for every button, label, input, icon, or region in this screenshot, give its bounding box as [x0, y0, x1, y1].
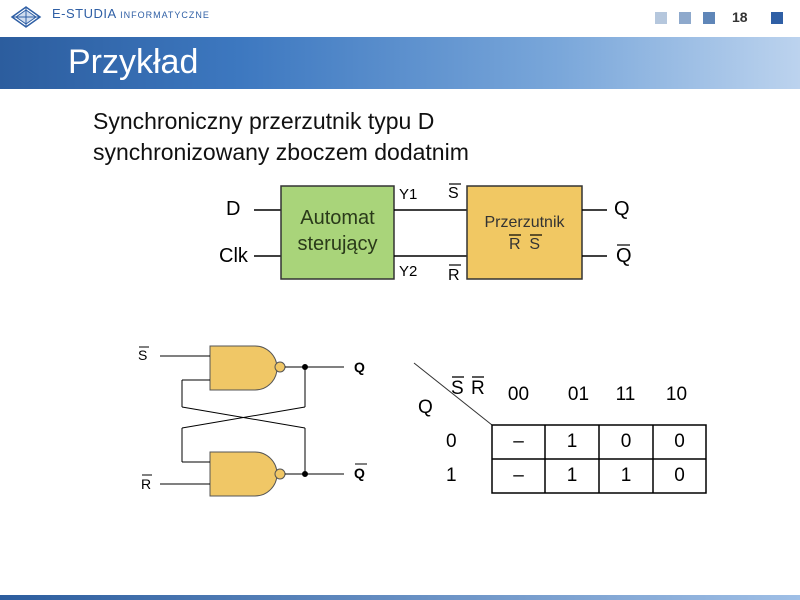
kmap-col-var-r: R	[471, 378, 485, 399]
flipflop-line-1: Przerzutnik	[484, 214, 565, 231]
kmap-col-header: 01	[567, 384, 590, 405]
subtitle-line-1: Synchroniczny przerzutnik typu D	[93, 108, 435, 134]
flipflop-s: S	[529, 236, 541, 253]
nav-square-4[interactable]	[771, 12, 783, 24]
latch-qbar-label: Q	[354, 465, 365, 481]
label-s-bar: S	[448, 185, 459, 202]
slide-subtitle: Synchroniczny przerzutnik typu D synchro…	[93, 106, 693, 168]
kmap-cell: 1	[566, 465, 578, 486]
label-y1: Y1	[399, 186, 418, 203]
nand-gate-bottom	[209, 451, 278, 497]
kmap-cell: –	[513, 465, 524, 486]
latch-r-label: R	[141, 476, 152, 492]
kmap-col-header: 11	[615, 384, 636, 405]
label-d: D	[226, 198, 241, 220]
latch-q-label: Q	[354, 359, 365, 375]
kmap-col-var-s: S	[451, 378, 464, 399]
logo-sub-text: INFORMATYCZNE	[120, 10, 210, 20]
nav-square-2[interactable]	[679, 12, 691, 24]
kmap-row-var-q: Q	[418, 397, 433, 418]
kmap-cell: 1	[620, 465, 632, 486]
flipflop-label: Przerzutnik R S	[467, 212, 582, 256]
kmap-row-header: 1	[446, 465, 457, 486]
label-qbar-out: Q	[616, 245, 632, 267]
subtitle-line-2: synchronizowany zboczem dodatnim	[93, 139, 469, 165]
kmap-cell: 0	[674, 465, 685, 486]
flipflop-block	[466, 185, 583, 280]
latch-s-label: S	[138, 347, 148, 363]
automat-label: Automat sterujący	[281, 205, 394, 257]
logo-main-text: E-STUDIA	[52, 6, 116, 21]
bottom-bar	[0, 595, 800, 600]
logo-icon	[10, 6, 42, 28]
flipflop-line-2: R S	[467, 234, 582, 256]
kmap-cell: –	[513, 431, 524, 452]
kmap-cell: 0	[674, 431, 685, 452]
slide-title: Przykład	[68, 43, 199, 81]
kmap-col-header: 00	[507, 384, 530, 405]
label-clk: Clk	[219, 245, 248, 267]
label-r-bar: R	[448, 267, 460, 284]
automat-line-1: Automat	[300, 207, 375, 229]
kmap-row-header: 0	[446, 431, 457, 452]
title-bar	[0, 37, 800, 89]
automat-line-2: sterujący	[297, 233, 378, 255]
kmap-cell: 0	[620, 431, 632, 452]
nav-square-1[interactable]	[655, 12, 667, 24]
nand-gate-top	[209, 345, 278, 391]
label-y2: Y2	[399, 263, 418, 280]
block-diagram	[254, 183, 630, 280]
karnaugh-map	[413, 362, 707, 494]
logo-text: E-STUDIA INFORMATYCZNE	[52, 6, 210, 21]
kmap-col-header: 10	[665, 384, 688, 405]
label-q-out: Q	[614, 198, 630, 220]
page-number: 18	[732, 9, 748, 25]
sr-latch-diagram	[139, 345, 367, 497]
flipflop-r: R	[508, 236, 521, 253]
automat-block	[280, 185, 395, 280]
kmap-cell: 1	[566, 431, 578, 452]
nav-square-3[interactable]	[703, 12, 715, 24]
